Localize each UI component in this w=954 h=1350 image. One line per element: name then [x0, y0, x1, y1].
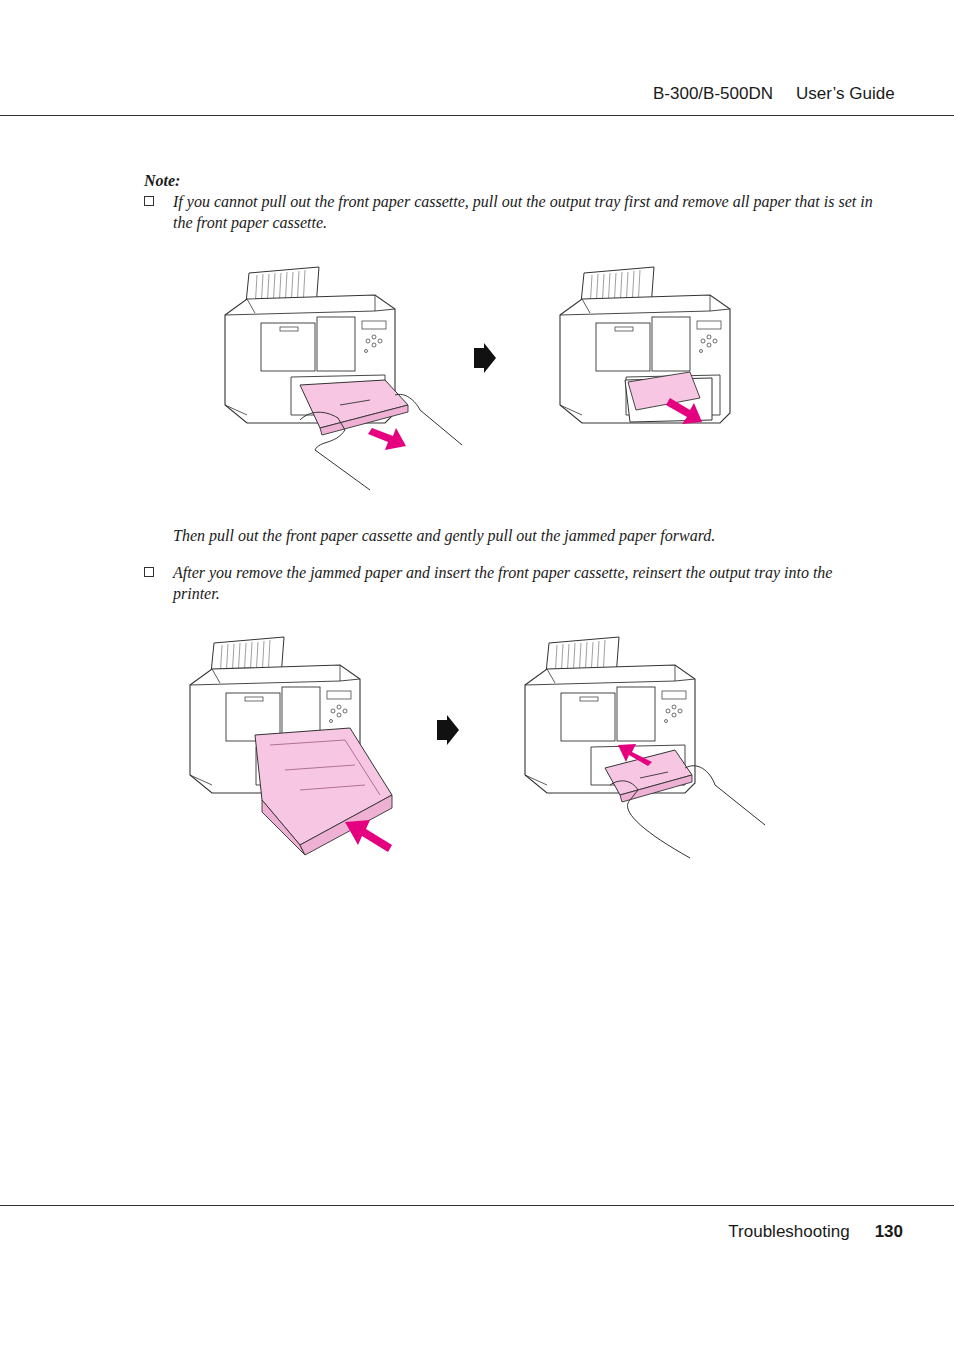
- header-guide: User’s Guide: [796, 84, 895, 104]
- footer-rule: [0, 1205, 954, 1206]
- bullet-box: [145, 568, 154, 577]
- note-text: After you remove the jammed paper and in…: [173, 562, 878, 604]
- footer-section: Troubleshooting: [728, 1222, 849, 1242]
- note-heading: Note:: [144, 170, 180, 191]
- note-text: If you cannot pull out the front paper c…: [173, 191, 878, 233]
- printer-figure: [225, 267, 462, 490]
- bullet-box: [145, 197, 154, 206]
- header-model: B-300/B-500DN: [653, 84, 773, 104]
- note-text: Then pull out the front paper cassette a…: [173, 525, 878, 546]
- step-arrow: [474, 343, 496, 373]
- header-rule: [0, 115, 954, 116]
- printer-figure: [560, 267, 730, 424]
- step-arrow: [437, 715, 459, 745]
- printer-figure: [190, 637, 392, 855]
- page-number: 130: [875, 1222, 903, 1242]
- printer-figure: [525, 637, 765, 858]
